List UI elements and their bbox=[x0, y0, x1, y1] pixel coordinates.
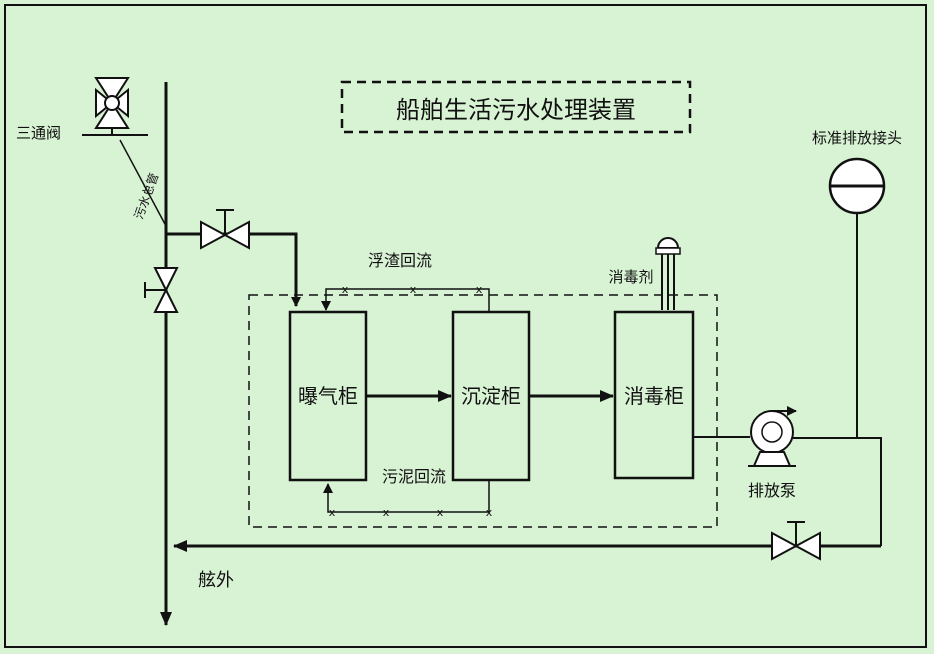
aeration-tank-label: 曝气柜 bbox=[298, 384, 358, 408]
sewage-main-label: 污水总管 bbox=[131, 171, 162, 221]
svg-text:x: x bbox=[342, 283, 349, 296]
scum-return-line: x x x bbox=[321, 283, 490, 312]
svg-text:x: x bbox=[486, 506, 493, 519]
disinfectant-label: 消毒剂 bbox=[608, 268, 653, 286]
standard-discharge-joint-icon bbox=[828, 157, 886, 215]
svg-text:x: x bbox=[383, 506, 390, 519]
svg-text:x: x bbox=[437, 506, 444, 519]
sludge-return-line: x x x x bbox=[323, 480, 493, 519]
pump-discharge-pipe bbox=[793, 437, 882, 546]
svg-text:x: x bbox=[410, 283, 417, 296]
discharge-pump-label: 排放泵 bbox=[748, 481, 796, 500]
disinfection-tank bbox=[613, 310, 695, 480]
discharge-pump-icon bbox=[748, 406, 797, 467]
disinfectant-dispenser-icon bbox=[655, 237, 681, 310]
diagram-title: 船舶生活污水处理装置 bbox=[396, 96, 636, 124]
three-way-valve-label: 三通阀 bbox=[16, 124, 61, 142]
settling-tank-label: 沉淀柜 bbox=[461, 384, 521, 408]
inlet-gate-valve-icon bbox=[200, 209, 250, 250]
svg-text:x: x bbox=[329, 506, 336, 519]
title-box bbox=[340, 80, 692, 134]
disinfection-tank-label: 消毒柜 bbox=[624, 384, 684, 408]
outer-frame bbox=[4, 4, 927, 648]
treatment-enclosure bbox=[248, 294, 718, 528]
overboard-valve-icon bbox=[771, 521, 821, 561]
standard-joint-label: 标准排放接头 bbox=[812, 129, 902, 147]
overboard-label: 舷外 bbox=[198, 570, 234, 591]
scum-return-label: 浮渣回流 bbox=[368, 251, 432, 270]
main-pipe-valve-icon bbox=[144, 267, 179, 313]
svg-text:x: x bbox=[476, 283, 483, 296]
bypass-pipe bbox=[119, 139, 167, 227]
inlet-pipe bbox=[166, 232, 301, 307]
three-way-valve-icon bbox=[82, 77, 148, 136]
sludge-return-label: 污泥回流 bbox=[382, 467, 446, 486]
